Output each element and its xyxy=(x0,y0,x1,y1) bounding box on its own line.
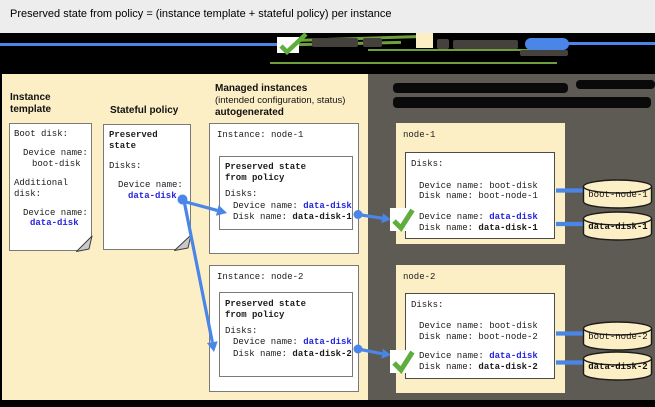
managed-instances-autogenerated: autogenerated xyxy=(215,107,284,118)
preserved-state-from-policy-label: Preserved state from policy xyxy=(225,162,307,183)
managed-instance-title: Instance: node-2 xyxy=(217,272,304,282)
title-bar xyxy=(0,0,655,33)
disk-name-row: Disk name: data-disk-2 xyxy=(419,362,538,373)
legend-redacted-text xyxy=(453,40,518,49)
disk-label-boot-node-1: boot-node-1 xyxy=(588,190,648,200)
boot-disk-label: Boot disk: xyxy=(14,129,69,139)
device-name-row: Device name: data-disk xyxy=(233,201,352,212)
boot-disk-row: Disk name: boot-node-1 xyxy=(419,191,538,201)
preserved-state-box xyxy=(219,292,353,377)
legend-green-line-mid xyxy=(368,49,551,52)
preserved-state-label: Preserved state xyxy=(109,130,158,151)
additional-disk-label: Additional disk: xyxy=(14,178,69,199)
instance-template-card xyxy=(9,123,92,251)
disk-name-prefix: Disk name: xyxy=(233,349,293,359)
device-name-prefix: Device name: xyxy=(419,351,490,361)
legend-redacted-text xyxy=(312,38,358,47)
disk-label-data-disk-1: data-disk-1 xyxy=(588,222,648,232)
device-name-value: data-disk xyxy=(303,201,352,211)
disks-label: Disks: xyxy=(411,159,444,169)
data-disk-value: data-disk xyxy=(30,218,79,228)
device-name-row: Device name: data-disk xyxy=(419,351,538,362)
disk-name-prefix: Disk name: xyxy=(233,212,293,222)
stateful-policy-heading: Stateful policy xyxy=(110,105,179,116)
legend-redacted-text xyxy=(437,39,449,49)
vm-panel-heading-redacted xyxy=(393,97,651,108)
disk-name-value: data-disk-2 xyxy=(292,349,352,359)
disk-label-boot-node-2: boot-node-2 xyxy=(588,332,648,342)
managed-instance-title: Instance: node-1 xyxy=(217,130,304,140)
disk-name-value: data-disk-1 xyxy=(478,223,538,233)
stateful-policy-card xyxy=(103,124,191,250)
legend-attach-line-right xyxy=(566,42,655,45)
disks-label: Disks: xyxy=(225,326,258,336)
disk-name-value: data-disk-1 xyxy=(292,212,352,222)
instance-template-heading: Instance template xyxy=(10,92,52,115)
disks-label: Disks: xyxy=(225,189,258,199)
disk-name-row: Disk name: data-disk-1 xyxy=(419,223,538,234)
device-name-prefix: Device name: xyxy=(233,337,304,347)
managed-instances-subheading: (intended configuration, status) xyxy=(215,95,346,106)
legend-attach-line-left xyxy=(0,43,277,46)
boot-disk-value: boot-disk xyxy=(32,159,81,169)
disk-name-prefix: Disk name: xyxy=(419,223,479,233)
vm-disks-box xyxy=(405,293,555,379)
disk-name-prefix: Disk name: xyxy=(419,362,479,372)
disk-label-data-disk-2: data-disk-2 xyxy=(588,362,648,372)
disks-label: Disks: xyxy=(411,300,444,310)
vm-name: node-2 xyxy=(403,272,436,282)
device-name-value: data-disk xyxy=(489,212,538,222)
page-title: Preserved state from policy = (instance … xyxy=(10,8,392,20)
boot-disk-row: Disk name: boot-node-2 xyxy=(419,332,538,342)
legend-instance-card-swatch xyxy=(416,33,433,48)
vm-panel-heading-redacted xyxy=(393,83,568,93)
preserved-state-box xyxy=(219,156,353,230)
device-name-value: data-disk xyxy=(303,337,352,347)
vm-panel-heading-redacted xyxy=(576,80,655,89)
disk-name-row: Disk name: data-disk-1 xyxy=(233,212,352,223)
boot-device-row: Device name: boot-disk xyxy=(419,321,538,331)
managed-instances-heading: Managed instances xyxy=(215,83,308,94)
preserved-state-from-policy-label: Preserved state from policy xyxy=(225,299,307,320)
device-name-row: Device name: data-disk xyxy=(233,337,352,348)
boot-device-row: Device name: boot-disk xyxy=(419,181,538,191)
legend-redacted-text xyxy=(520,50,568,56)
device-name-prefix: Device name: xyxy=(233,201,304,211)
device-name-label: Device name: xyxy=(118,180,183,190)
device-name-row: Device name: data-disk xyxy=(419,212,538,223)
device-name-label: Device name: xyxy=(23,208,88,218)
legend-redacted-text xyxy=(363,38,382,47)
disk-name-row: Disk name: data-disk-2 xyxy=(233,349,352,360)
device-name-prefix: Device name: xyxy=(419,212,490,222)
legend-disk-pill-icon xyxy=(525,38,569,50)
data-disk-value: data-disk xyxy=(128,191,177,201)
device-name-value: data-disk xyxy=(489,351,538,361)
disk-name-value: data-disk-2 xyxy=(478,362,538,372)
device-name-label: Device name: xyxy=(23,148,88,158)
disks-label: Disks: xyxy=(109,161,142,171)
vm-disks-box xyxy=(405,152,555,239)
vm-name: node-1 xyxy=(403,130,436,140)
legend-green-line-bottom xyxy=(270,62,557,65)
